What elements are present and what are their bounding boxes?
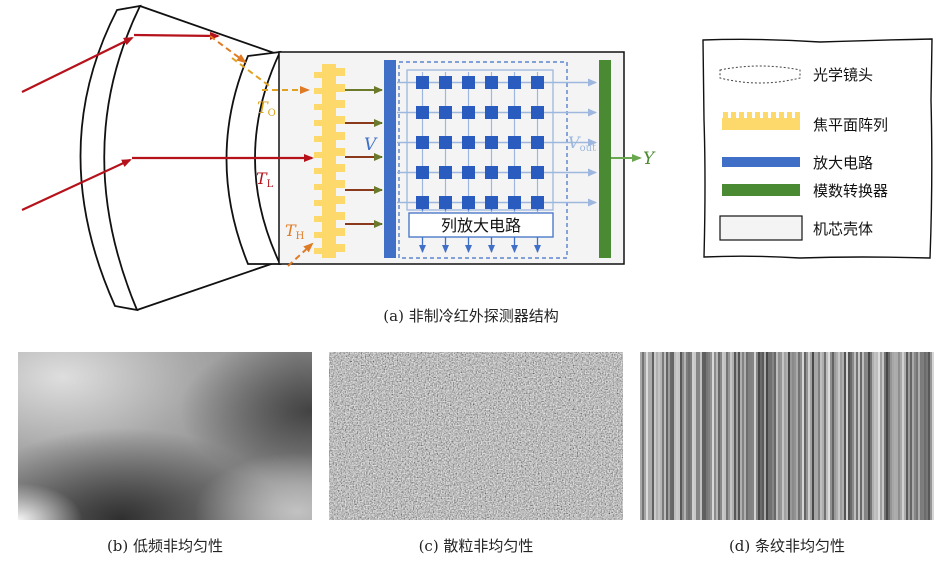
stray-rays	[209, 35, 314, 267]
caption-a: (a) 非制冷红外探测器结构	[383, 307, 558, 325]
outer-lens	[79, 4, 142, 312]
legend-label-lens: 光学镜头	[813, 66, 873, 84]
column-output-arrows	[419, 237, 541, 253]
v-out-label: Vout	[568, 133, 596, 154]
readout-dashed-box	[398, 61, 568, 259]
fpa-row-arrows	[345, 86, 383, 228]
low-frequency-image	[18, 352, 312, 520]
housing-cone-bottom	[136, 261, 278, 311]
legend-label-fpa: 焦平面阵列	[813, 116, 888, 134]
legend-label-housing: 机芯壳体	[813, 220, 873, 238]
lens-symbol	[719, 65, 801, 84]
adc-bar	[599, 60, 611, 258]
row-amplifier-bar	[384, 60, 396, 258]
amp-symbol	[722, 157, 800, 167]
fpa-symbol	[722, 112, 800, 130]
shot-noise-image	[329, 352, 623, 520]
temperature-labels: TO TL TH	[256, 98, 305, 242]
column-amplifier-label: 列放大电路	[441, 216, 521, 235]
adc-symbol	[722, 184, 800, 196]
focal-plane-array	[314, 64, 345, 258]
legend-label-amp: 放大电路	[813, 154, 873, 172]
caption-b: (b) 低频非均匀性	[107, 537, 223, 555]
housing-cone-top	[139, 5, 278, 55]
housing-symbol	[719, 215, 803, 241]
legend: 光学镜头 焦平面阵列 放大电路 模数转换器 机芯壳体	[702, 38, 933, 259]
amplifier-pixel-grid	[397, 72, 597, 212]
t-o-label: TO	[257, 98, 276, 119]
legend-label-adc: 模数转换器	[813, 182, 888, 200]
v-label: V	[364, 135, 378, 155]
pixel-array-frame	[406, 69, 554, 211]
caption-d: (d) 条纹非均匀性	[729, 537, 845, 555]
incident-rays	[21, 31, 314, 211]
y-label: Y	[643, 149, 656, 169]
stripe-noise-image	[640, 352, 934, 520]
caption-c: (c) 散粒非均匀性	[419, 537, 534, 555]
column-amplifier-box	[408, 212, 554, 238]
t-h-label: TH	[285, 221, 305, 242]
legend-frame	[702, 38, 933, 259]
t-l-label: TL	[256, 169, 274, 190]
